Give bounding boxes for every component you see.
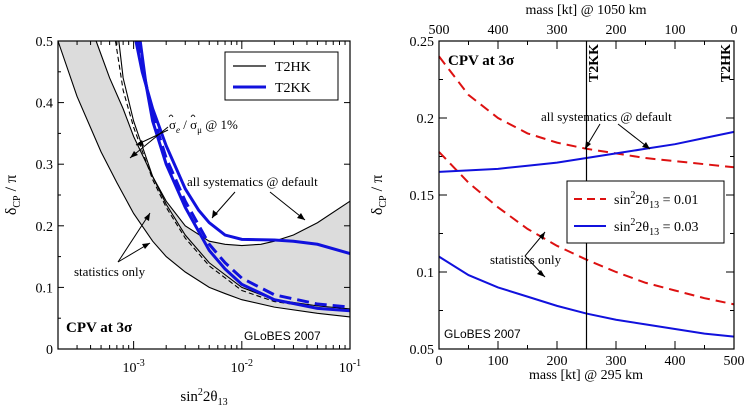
left-statistics-annotation: statistics only [74, 264, 146, 279]
left-ytick-label: 0.2 [36, 220, 54, 235]
left-xtick-label: 10-3 [122, 358, 144, 376]
left-arrow-heads [130, 140, 305, 249]
left-cpv-label: CPV at 3σ [66, 320, 133, 336]
left-series-t2hk-band-lower [57, 40, 351, 318]
right-x-axis-label: mass [kt] @ 295 km [529, 368, 643, 383]
left-all-systematics-annotation: all systematics @ default [187, 174, 318, 189]
left-systematics-band [58, 41, 350, 317]
left-y-tick-labels: 0 0.1 0.2 0.3 0.4 0.5 [36, 35, 54, 358]
left-arrow-stat-1 [117, 212, 151, 263]
right-cpv-label: CPV at 3σ [448, 53, 515, 69]
left-legend: T2HK T2KK [224, 51, 339, 101]
left-plot-frame [57, 40, 351, 350]
right-xtick-label: 100 [488, 354, 509, 369]
right-xtick-label: 200 [547, 354, 568, 369]
right-top-xtick-label: 200 [606, 23, 627, 38]
left-y-axis-label: δCP / π [3, 175, 23, 215]
right-arrowhead-stat-1 [539, 232, 545, 240]
right-plot-frame [438, 40, 735, 350]
right-globes-label: GLoBES 2007 [444, 327, 521, 341]
right-ytick-label: 0.05 [410, 343, 435, 358]
right-top-x-axis-label: mass [kt] @ 1050 km [526, 3, 647, 18]
right-top-x-tick-labels: 500 400 300 200 100 0 [429, 23, 738, 38]
right-t2kk-vline-label: T2KK [587, 44, 602, 82]
right-legend: sin22θ13 = 0.01 sin22θ13 = 0.03 [566, 180, 725, 244]
right-x-tick-labels: 0 100 200 300 400 500 [436, 354, 745, 369]
right-top-xtick-label: 0 [731, 23, 738, 38]
right-top-xtick-label: 300 [547, 23, 568, 38]
left-sigma-ratio-annotation: σe / σμ @ 1% [169, 117, 238, 135]
right-xtick-label: 500 [724, 354, 745, 369]
legend-label-t2hk: T2HK [275, 60, 311, 75]
right-y-axis-label: δCP / π [369, 175, 389, 215]
right-arrowhead-allsys-2 [642, 142, 650, 149]
right-xtick-label: 400 [665, 354, 686, 369]
left-series-lines [57, 40, 351, 318]
left-x-tick-labels: 10-3 10-2 10-1 [122, 358, 361, 376]
left-series-t2hk-band-upper [95, 40, 351, 247]
legend-label-0.01: sin22θ13 = 0.01 [614, 190, 698, 211]
right-ytick-label: 0.2 [417, 112, 435, 127]
left-ytick-label: 0.3 [36, 158, 54, 173]
left-series-t2kk-thick-solid-lower [138, 40, 351, 313]
left-arrowhead-stat-1 [144, 213, 150, 221]
left-legend-box [224, 51, 339, 101]
left-arrowhead-sigma-1 [130, 151, 138, 158]
right-arrow-heads [537, 141, 650, 277]
left-ytick-label: 0.5 [36, 35, 54, 50]
right-legend-box [566, 180, 725, 244]
right-y-tick-labels: 0.05 0.1 0.15 0.2 0.25 [410, 35, 435, 358]
right-ytick-label: 0.15 [410, 189, 435, 204]
right-t2hk-edge-label: T2HK [719, 44, 734, 82]
left-series-t2kk-thick-solid-upper [134, 40, 351, 255]
left-ytick-label: 0 [46, 343, 53, 358]
right-arrowhead-allsys-1 [585, 141, 591, 149]
right-statistics-annotation: statistics only [490, 252, 562, 267]
left-tilde-marks [168, 114, 196, 118]
right-top-xtick-label: 400 [488, 23, 509, 38]
right-ytick-label: 0.1 [417, 266, 435, 281]
right-arrowhead-stat-2 [537, 270, 545, 277]
left-ytick-label: 0.4 [36, 97, 54, 112]
right-top-xtick-label: 500 [429, 23, 450, 38]
left-xtick-label: 10-2 [231, 358, 253, 376]
legend-label-t2kk: T2KK [275, 81, 311, 96]
right-all-systematics-annotation: all systematics @ default [541, 109, 672, 124]
left-arrow-sigma-1 [129, 126, 169, 159]
right-ytick-label: 0.25 [410, 35, 435, 50]
legend-label-0.03: sin22θ13 = 0.03 [614, 217, 698, 238]
left-band-fill [58, 41, 350, 317]
left-arrowhead-allsys-1 [212, 210, 218, 218]
right-xtick-label: 0 [436, 354, 443, 369]
left-arrowhead-stat-2 [142, 243, 150, 249]
left-xtick-label: 10-1 [339, 358, 361, 376]
left-panel: 10-3 10-2 10-1 0 0.1 0.2 0.3 0.4 0.5 sin22θ13 δ… [3, 35, 361, 408]
right-xtick-label: 300 [606, 354, 627, 369]
left-globes-label: GLoBES 2007 [244, 329, 321, 343]
left-ytick-label: 0.1 [36, 281, 54, 296]
left-arrowhead-sigma-2 [136, 140, 144, 146]
left-arrowhead-allsys-2 [297, 213, 305, 220]
left-x-axis-label: sin22θ13 [180, 387, 227, 408]
right-top-xtick-label: 100 [665, 23, 686, 38]
